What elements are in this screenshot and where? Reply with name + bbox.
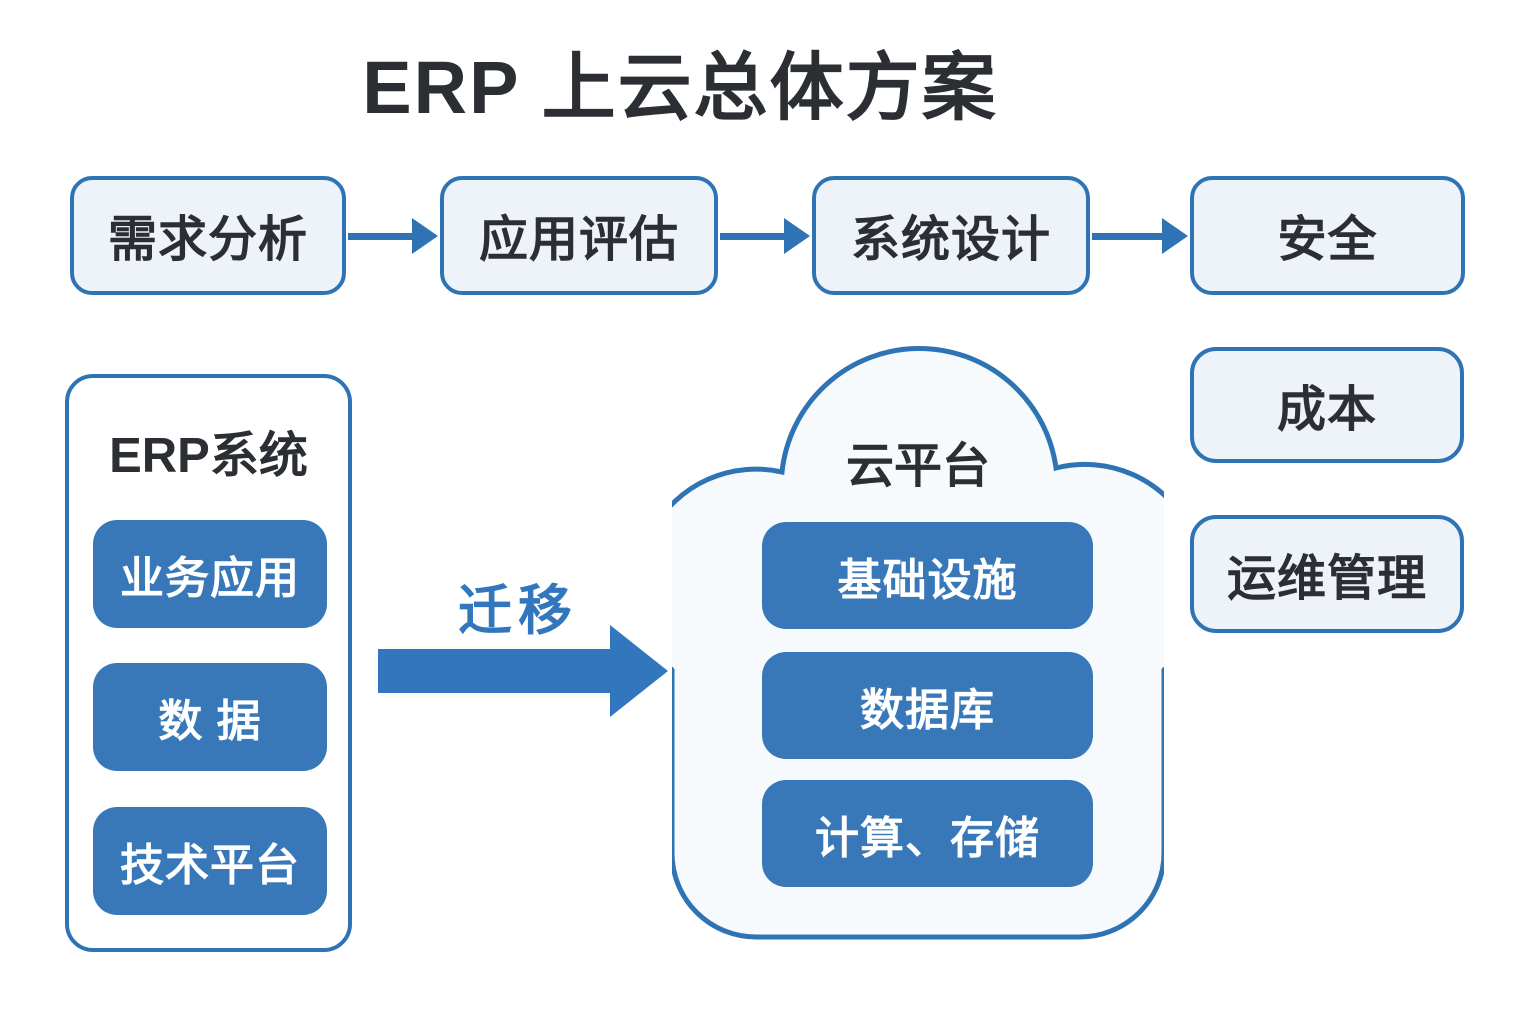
flow-step-label: 应用评估 xyxy=(478,213,679,267)
migration-label: 迁移 xyxy=(458,581,578,641)
arrow-head xyxy=(784,218,810,254)
flow-step-system-design: 系统设计 xyxy=(812,176,1090,295)
cloud-component-compute-storage: 计算、存储 xyxy=(762,780,1093,887)
arrow-head xyxy=(412,218,438,254)
flow-step-label: 系统设计 xyxy=(850,213,1051,267)
chip-label: 基础设施 xyxy=(837,555,1018,605)
flow-arrow-icon xyxy=(720,218,810,254)
arrow-line xyxy=(1092,233,1166,240)
flow-step-requirements: 需求分析 xyxy=(70,176,346,295)
chip-label: 数 据 xyxy=(158,697,262,746)
consideration-ops-management: 运维管理 xyxy=(1190,515,1464,633)
chip-label: 业务应用 xyxy=(120,554,300,603)
migration-arrow-icon xyxy=(378,625,668,717)
arrow-head xyxy=(1162,218,1188,254)
arrow-line xyxy=(720,233,788,240)
flow-step-security: 安全 xyxy=(1190,176,1465,295)
erp-system-title: ERP系统 xyxy=(109,429,308,483)
chip-label: 技术平台 xyxy=(120,841,300,890)
chip-label: 计算、存储 xyxy=(815,813,1040,863)
flow-step-label: 安全 xyxy=(1277,213,1378,267)
erp-component-tech-platform: 技术平台 xyxy=(93,807,327,915)
arrow-line xyxy=(348,233,416,240)
flow-arrow-icon xyxy=(1092,218,1188,254)
erp-component-data: 数 据 xyxy=(93,663,327,771)
migration-group: 迁移 xyxy=(378,570,670,730)
erp-component-business-apps: 业务应用 xyxy=(93,520,327,628)
flow-step-app-evaluation: 应用评估 xyxy=(440,176,718,295)
cloud-platform-group: 云平台 基础设施 数据库 计算、存储 xyxy=(672,340,1164,940)
erp-system-panel: ERP系统 业务应用 数 据 技术平台 xyxy=(65,374,352,952)
flow-arrow-icon xyxy=(348,218,438,254)
consideration-label: 运维管理 xyxy=(1226,551,1427,606)
page-title: ERP 上云总体方案 xyxy=(362,46,998,129)
cloud-component-infrastructure: 基础设施 xyxy=(762,522,1093,629)
consideration-cost: 成本 xyxy=(1190,347,1464,463)
cloud-platform-title: 云平台 xyxy=(845,440,990,493)
consideration-label: 成本 xyxy=(1276,382,1377,437)
flow-step-label: 需求分析 xyxy=(107,213,308,267)
cloud-component-database: 数据库 xyxy=(762,652,1093,759)
chip-label: 数据库 xyxy=(860,685,995,735)
